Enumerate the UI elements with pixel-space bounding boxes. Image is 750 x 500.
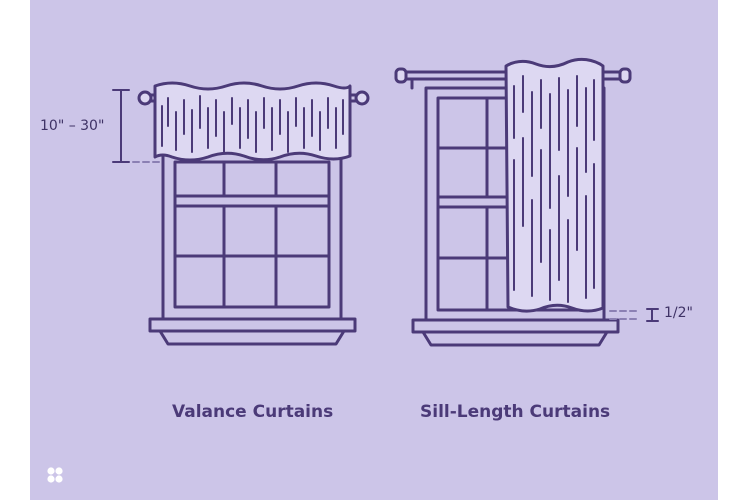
valance-fabric xyxy=(153,81,352,162)
sill-length-caption: Sill-Length Curtains xyxy=(420,402,611,422)
valance-caption: Valance Curtains xyxy=(172,402,334,422)
sill-gap-dimension xyxy=(609,308,659,322)
valance-window xyxy=(161,150,343,321)
sill-length-panel xyxy=(504,57,605,313)
valance-sill xyxy=(148,317,357,346)
sill-gap-label: 1/2" xyxy=(664,305,693,321)
brand-logo-icon xyxy=(47,467,63,483)
sill-length-sill xyxy=(411,318,620,347)
valance-height-label: 10" – 30" xyxy=(40,118,105,134)
valance-height-dimension xyxy=(112,89,161,163)
